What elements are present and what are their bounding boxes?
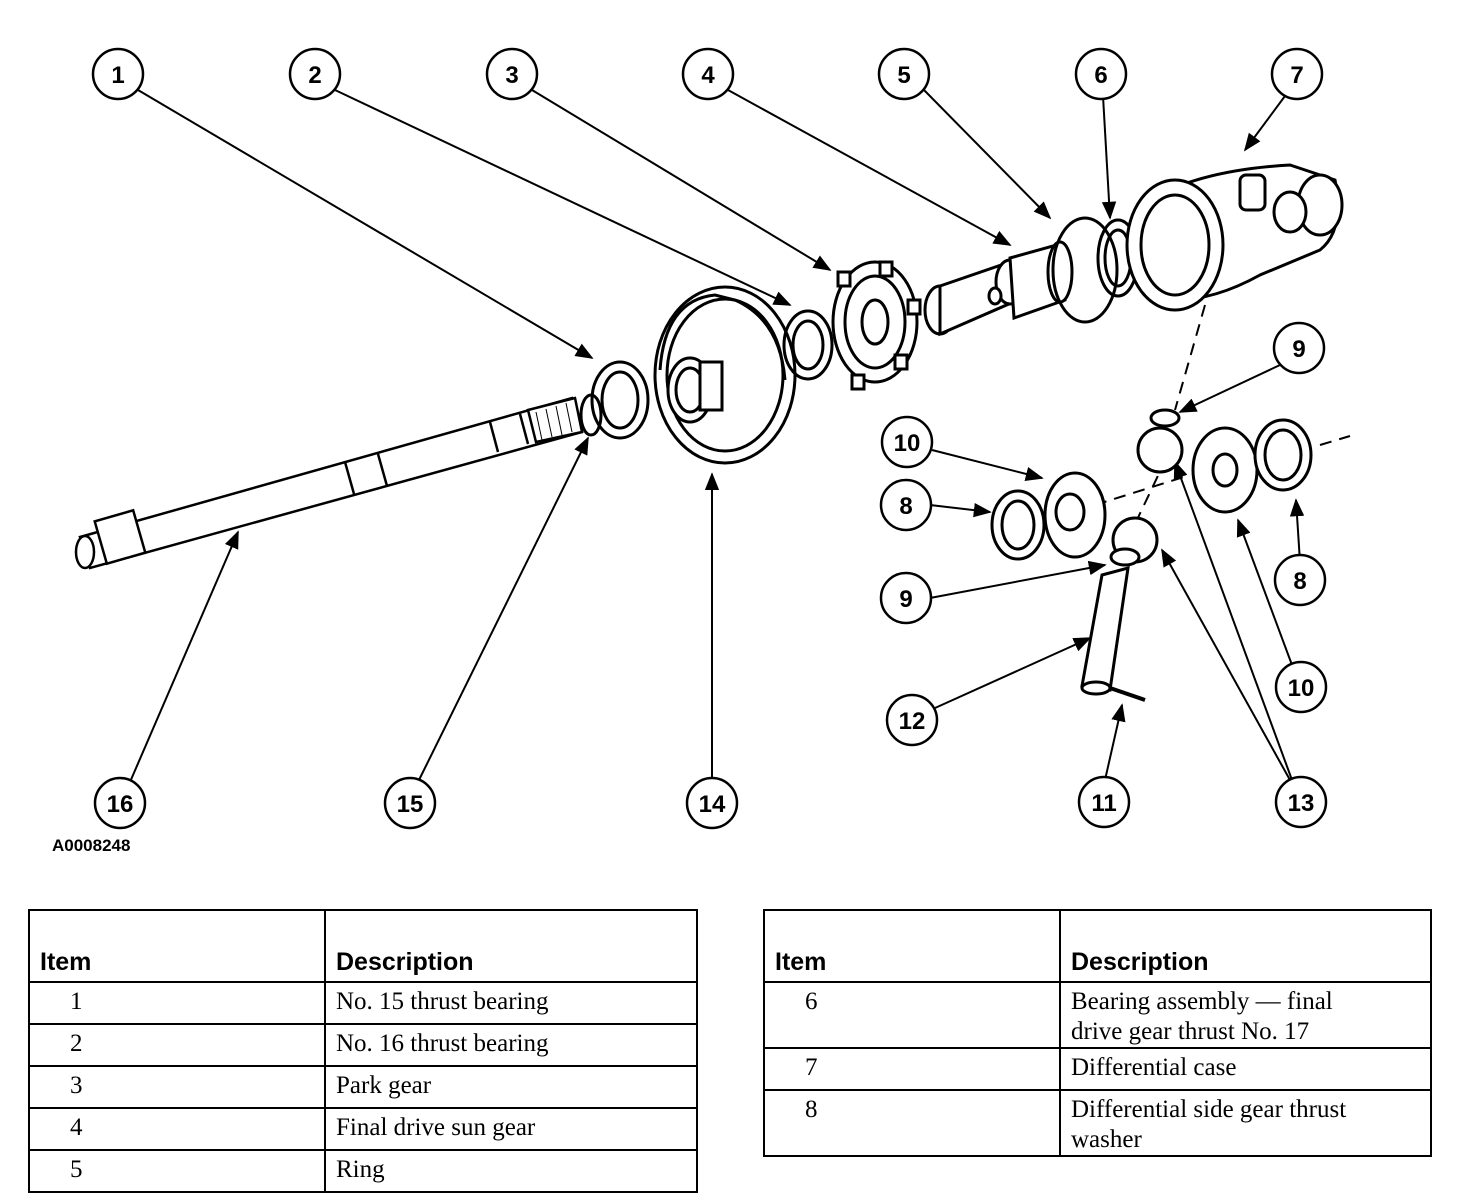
item-number: 7 — [763, 1047, 1061, 1091]
callout-label: 12 — [899, 708, 926, 735]
table-header-row: Item Description — [28, 909, 698, 983]
callout-label: 9 — [899, 586, 912, 613]
callout-3: 3 — [485, 47, 539, 101]
callout-label: 5 — [897, 62, 910, 89]
item-number: 6 — [763, 981, 1061, 1049]
differential-case — [1125, 163, 1344, 312]
callout-14: 14 — [685, 776, 739, 830]
ring — [1051, 216, 1119, 324]
callout-6: 6 — [1074, 47, 1128, 101]
table-row: 4 Final drive sun gear — [28, 1107, 698, 1151]
item-description: Bearing assembly — final drive gear thru… — [1059, 981, 1432, 1049]
item-number: 8 — [763, 1089, 1061, 1157]
table-row: 5 Ring — [28, 1149, 698, 1193]
thrust-bearing-no16 — [782, 309, 834, 381]
item-description: No. 16 thrust bearing — [324, 1023, 698, 1067]
callout-9-upper: 9 — [1272, 321, 1326, 375]
callout-10-left: 10 — [880, 415, 934, 469]
callout-label: 9 — [1292, 336, 1305, 363]
table-row: 8 Differential side gear thrust washer — [763, 1089, 1432, 1157]
callout-label: 10 — [1288, 675, 1315, 702]
item-number: 2 — [28, 1023, 326, 1067]
callout-label: 8 — [1293, 568, 1306, 595]
exploded-diagram: 1 2 3 4 5 6 7 9 10 8 9 12 11 13 16 15 14… — [74, 47, 1351, 830]
callout-12: 12 — [885, 693, 939, 747]
callout-4: 4 — [681, 47, 735, 101]
callout-10-right: 10 — [1274, 660, 1328, 714]
callout-8-left: 8 — [879, 478, 933, 532]
table-row: 3 Park gear — [28, 1065, 698, 1109]
callout-9-lower: 9 — [879, 571, 933, 625]
callout-13: 13 — [1274, 775, 1328, 829]
column-header-description: Description — [324, 909, 698, 983]
table-row: 1 No. 15 thrust bearing — [28, 981, 698, 1025]
callout-label: 15 — [397, 791, 424, 818]
callout-5: 5 — [877, 47, 931, 101]
callout-11: 11 — [1077, 775, 1131, 829]
callout-label: 11 — [1091, 790, 1116, 817]
park-gear — [831, 260, 922, 391]
parts-table-right: Item Description 6 Bearing assembly — fi… — [763, 909, 1432, 1157]
callout-8-right: 8 — [1273, 553, 1327, 607]
item-number: 3 — [28, 1065, 326, 1109]
callouts: 1 2 3 4 5 6 7 9 10 8 9 12 11 13 16 15 14… — [91, 47, 1328, 830]
table-row: 7 Differential case — [763, 1047, 1432, 1091]
item-description: Differential side gear thrust washer — [1059, 1089, 1432, 1157]
figure-reference-code: A0008248 — [52, 836, 131, 855]
column-header-item: Item — [28, 909, 326, 983]
differential-gears — [990, 408, 1313, 702]
column-header-item: Item — [763, 909, 1061, 983]
final-drive-ring-gear — [653, 285, 797, 465]
column-header-description: Description — [1059, 909, 1432, 983]
callout-label: 13 — [1288, 790, 1315, 817]
parts-table-left: Item Description 1 No. 15 thrust bearing… — [28, 909, 698, 1193]
callout-label: 3 — [505, 62, 518, 89]
table-row: 2 No. 16 thrust bearing — [28, 1023, 698, 1067]
callout-label: 1 — [111, 62, 124, 89]
item-description: No. 15 thrust bearing — [324, 981, 698, 1025]
callout-label: 6 — [1094, 62, 1107, 89]
table-header-row: Item Description — [763, 909, 1432, 983]
assembly-axes — [1094, 304, 1351, 546]
callout-label: 7 — [1290, 62, 1303, 89]
callout-label: 14 — [699, 791, 726, 818]
item-number: 4 — [28, 1107, 326, 1151]
item-description: Park gear — [324, 1065, 698, 1109]
callout-label: 8 — [899, 493, 912, 520]
item-number: 1 — [28, 981, 326, 1025]
leader-lines — [129, 89, 1305, 783]
callout-label: 2 — [308, 62, 321, 89]
table-row: 6 Bearing assembly — final drive gear th… — [763, 981, 1432, 1049]
item-description: Final drive sun gear — [324, 1107, 698, 1151]
callout-label: 16 — [107, 791, 134, 818]
callout-label: 10 — [894, 430, 921, 457]
item-description: Differential case — [1059, 1047, 1432, 1091]
callout-15: 15 — [383, 776, 437, 830]
final-drive-sun-gear — [923, 240, 1074, 337]
callout-1: 1 — [91, 47, 145, 101]
callout-16: 16 — [93, 776, 147, 830]
callout-7: 7 — [1270, 47, 1324, 101]
thrust-bearing-no15 — [590, 360, 650, 440]
item-description: Ring — [324, 1149, 698, 1193]
output-shaft — [74, 396, 584, 570]
callout-label: 4 — [701, 62, 715, 89]
callout-2: 2 — [288, 47, 342, 101]
item-number: 5 — [28, 1149, 326, 1193]
